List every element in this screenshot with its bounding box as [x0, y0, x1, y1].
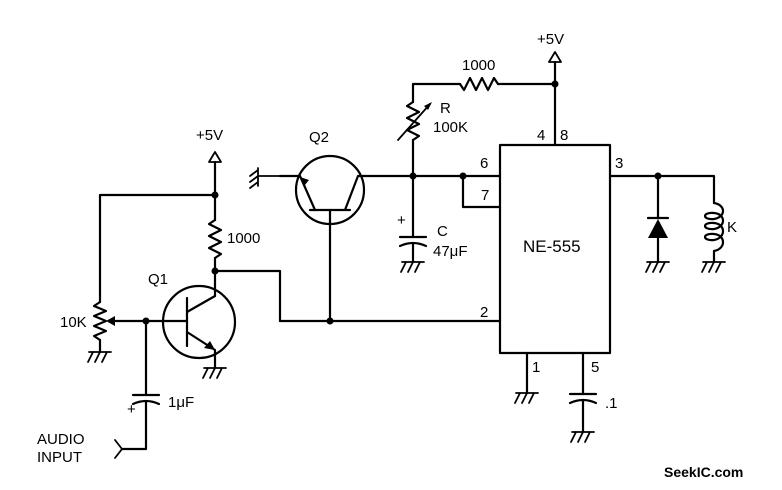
output-network: K	[608, 172, 737, 273]
timing-network: + C 47μF	[364, 172, 502, 273]
audio-input-label-2: INPUT	[37, 449, 82, 466]
relay-coil	[703, 201, 725, 253]
supply-arrow-right	[548, 51, 562, 63]
resistor-1000-collector	[207, 218, 223, 260]
ground-icon	[400, 261, 425, 273]
input-cap-label: 1μF	[168, 394, 194, 411]
pin-3-label: 3	[615, 155, 623, 172]
transistor-q2: Q2	[249, 129, 368, 323]
potentiometer-10k: 10K	[60, 300, 150, 363]
control-capacitor: .1	[568, 351, 618, 443]
ctrl-cap-label: .1	[605, 395, 618, 412]
ground-icon	[645, 261, 670, 273]
resistor-r-100k	[405, 100, 421, 142]
watermark: SeekIC.com	[664, 464, 743, 480]
ne555-ic: NE-555 4 8 6 7 2 3 1 5	[480, 127, 623, 376]
input-cap-plus: +	[127, 401, 136, 418]
ground-icon	[249, 167, 281, 189]
resistor-1000-top-label: 1000	[462, 57, 495, 74]
top-supply-network: +5V 1000 R 100K	[397, 31, 564, 178]
pot-label: 10K	[60, 314, 87, 331]
transistor-q1: Q1	[144, 271, 237, 379]
resistor-1000-collector-label: 1000	[227, 230, 260, 247]
left-supply-network: +5V 1000	[98, 127, 282, 323]
resistor-r-name: R	[440, 100, 451, 117]
resistor-r-value: 100K	[433, 119, 468, 136]
pin1-ground	[514, 351, 539, 404]
input-network: + 1μF AUDIO INPUT	[37, 319, 194, 466]
supply-arrow-left	[208, 151, 222, 163]
relay-label: K	[727, 219, 737, 236]
audio-input-label-1: AUDIO	[37, 431, 85, 448]
pin-5-label: 5	[591, 359, 599, 376]
trigger-line	[278, 317, 502, 325]
ground-icon	[87, 351, 112, 363]
pot-body	[92, 300, 108, 342]
pin-6-label: 6	[480, 155, 488, 172]
input-connector-icon	[114, 439, 123, 459]
ground-icon	[701, 261, 726, 273]
pin-7-label: 7	[481, 187, 489, 204]
ground-icon	[570, 431, 595, 443]
resistor-1000-top	[458, 76, 500, 92]
timing-cap-plus: +	[397, 212, 406, 229]
ic-label: NE-555	[523, 237, 581, 256]
ground-icon	[514, 392, 539, 404]
ground-icon	[202, 367, 227, 379]
pin-4-label: 4	[537, 127, 545, 144]
q1-label: Q1	[148, 271, 168, 288]
supply-label-right: +5V	[537, 31, 564, 48]
pin-2-label: 2	[480, 304, 488, 321]
q2-label: Q2	[309, 129, 329, 146]
timing-cap-value: 47μF	[433, 243, 468, 260]
timing-cap-name: C	[437, 223, 448, 240]
pin-8-label: 8	[560, 127, 568, 144]
pin-1-label: 1	[532, 359, 540, 376]
diode-icon	[646, 216, 670, 238]
supply-label-left: +5V	[196, 127, 223, 144]
